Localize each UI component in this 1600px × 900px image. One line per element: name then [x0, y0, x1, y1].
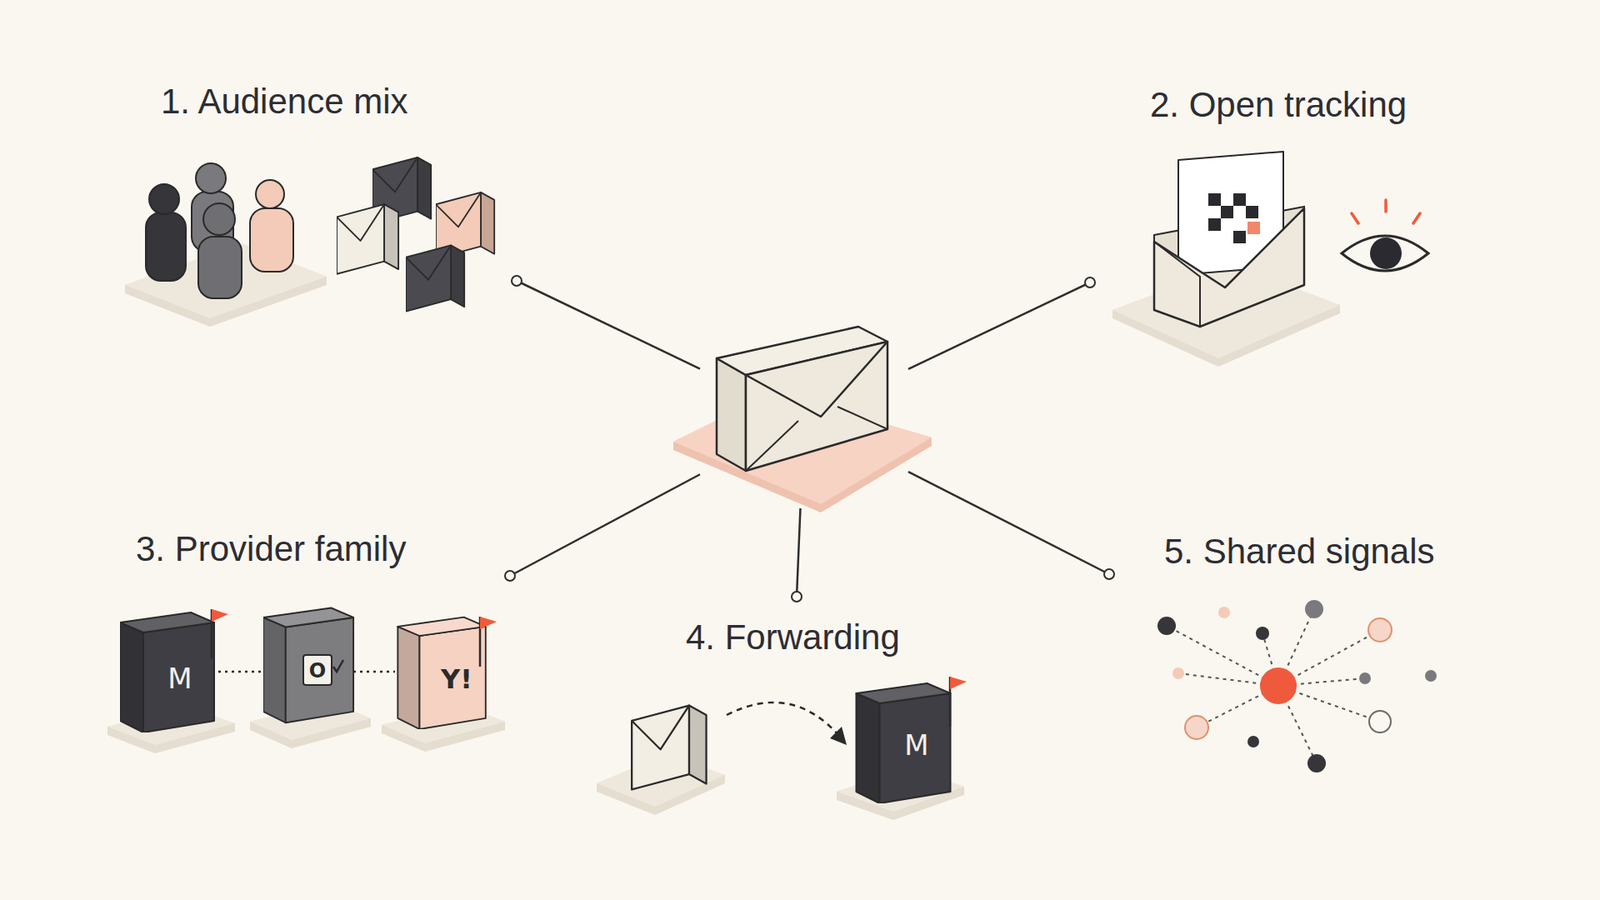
- signal-dot: [1359, 672, 1371, 685]
- envelope-front: [745, 341, 888, 471]
- connector-end-dot: [505, 570, 515, 581]
- connector: [908, 277, 1095, 370]
- signal-dot: [1185, 715, 1209, 740]
- envelope: [631, 705, 706, 790]
- provider-letter: M: [904, 730, 929, 760]
- signal-dot: [1369, 710, 1391, 733]
- envelope-fold: [1154, 241, 1200, 327]
- person-head: [195, 163, 226, 194]
- envelope-fold: [745, 406, 888, 471]
- pixel: [1233, 193, 1246, 206]
- person-body: [250, 208, 294, 272]
- signal-dot: [1172, 667, 1185, 680]
- pixel: [1247, 221, 1260, 235]
- person-body: [198, 236, 242, 299]
- forward-arrow: [726, 702, 840, 737]
- group-panel: 4. Forwarding: [591, 596, 975, 830]
- mailbox: [120, 612, 215, 733]
- group-heading: 2. Open tracking: [1150, 84, 1407, 126]
- signal-hub: [1260, 667, 1297, 705]
- central-envelope: [700, 329, 909, 509]
- central-illustration: [673, 326, 932, 513]
- connector-line: [516, 280, 700, 370]
- eye-pupil: [1370, 237, 1402, 270]
- envelope-front: [1154, 208, 1305, 327]
- dashed-link: [1166, 609, 1380, 764]
- connector-end-dot: [1104, 569, 1115, 580]
- eye: [1341, 235, 1429, 271]
- person-head: [255, 180, 285, 209]
- provider-letter: M: [167, 664, 192, 693]
- connector: [511, 275, 700, 370]
- signal-dot: [1218, 606, 1230, 619]
- connector-end-dot: [1085, 277, 1095, 288]
- flag: [211, 609, 229, 622]
- mailbox: [856, 683, 951, 804]
- person-head: [149, 184, 180, 215]
- signal-dot: [1307, 754, 1326, 773]
- connector: [505, 474, 700, 581]
- connector-end-dot: [791, 591, 802, 602]
- group-heading: 1. Audience mix: [160, 80, 409, 123]
- connector-line: [510, 474, 700, 576]
- connector: [791, 508, 802, 602]
- group-heading: 3. Provider family: [135, 528, 406, 570]
- connector-line: [908, 282, 1090, 370]
- forward-arrowhead: [830, 726, 847, 745]
- signal-dot: [1368, 618, 1392, 642]
- group-heading: 5. Shared signals: [1164, 530, 1435, 573]
- connector: [908, 471, 1115, 580]
- group-heading: 4. Forwarding: [685, 616, 900, 659]
- eye-rays: [1351, 200, 1420, 224]
- pixel: [1245, 205, 1259, 219]
- envelope-side: [716, 358, 746, 471]
- connector-line: [908, 471, 1110, 575]
- envelope: [405, 245, 465, 311]
- tracking-illustration: [1112, 151, 1429, 367]
- provider-letter: O: [309, 660, 326, 681]
- pixel: [1233, 230, 1246, 244]
- connector-line: [796, 508, 800, 597]
- signal-dot: [1247, 735, 1260, 748]
- provider-illustration: [107, 608, 505, 755]
- mailbox: [397, 617, 485, 730]
- flag: [950, 676, 967, 690]
- flag: [480, 616, 497, 630]
- check-mark: [333, 660, 344, 672]
- envelope: [336, 204, 399, 275]
- connector-end-dot: [511, 275, 522, 286]
- group-panel: 5. Shared signals: [1109, 529, 1467, 784]
- group-panel: 3. Provider family: [100, 525, 510, 759]
- group-panel: 2. Open tracking: [1090, 70, 1467, 371]
- signal-dot: [1255, 626, 1270, 640]
- person-body: [145, 212, 186, 281]
- pixel: [1208, 193, 1221, 206]
- signal-dot: [1157, 616, 1176, 635]
- signal-dot: [1425, 670, 1437, 682]
- outlook-tile: [303, 655, 332, 685]
- envelope-flap: [745, 341, 888, 417]
- person-head: [203, 203, 235, 235]
- mailbox: [263, 608, 354, 724]
- group-panel: 1. Audience mix: [125, 66, 517, 334]
- audience-illustration: [125, 157, 495, 327]
- provider-letter: Y!: [440, 665, 473, 693]
- pixel: [1220, 205, 1234, 219]
- pixel: [1208, 218, 1221, 231]
- signals-illustration: [1157, 600, 1437, 773]
- signal-dot: [1305, 600, 1324, 619]
- forwarding-illustration: [596, 676, 967, 820]
